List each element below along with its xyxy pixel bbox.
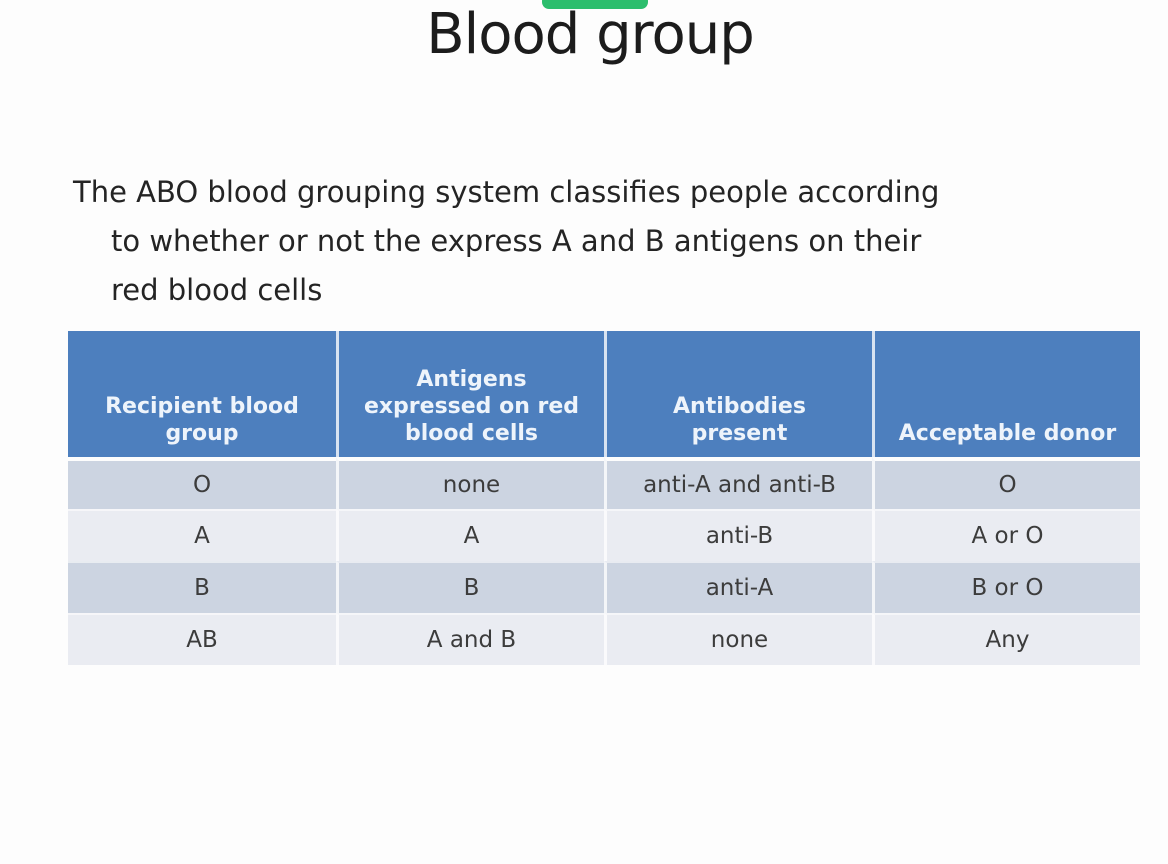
cell-recipient-group: B bbox=[68, 561, 336, 613]
cell-antigens: B bbox=[336, 561, 604, 613]
green-progress-marker bbox=[542, 0, 648, 9]
column-header-acceptable-donor: Acceptable donor bbox=[872, 331, 1140, 457]
cell-antigens: A and B bbox=[336, 613, 604, 665]
blood-group-table: Recipient blood group Antigens expressed… bbox=[68, 331, 1140, 665]
table-row-a: A A anti-B A or O bbox=[68, 509, 1140, 561]
cell-antibodies: anti-A and anti-B bbox=[604, 457, 872, 509]
cell-acceptable-donor: A or O bbox=[872, 509, 1140, 561]
cell-recipient-group: O bbox=[68, 457, 336, 509]
table-row-b: B B anti-A B or O bbox=[68, 561, 1140, 613]
page-title: Blood group bbox=[426, 2, 755, 67]
cell-antibodies: anti-B bbox=[604, 509, 872, 561]
cell-antibodies: anti-A bbox=[604, 561, 872, 613]
cell-recipient-group: AB bbox=[68, 613, 336, 665]
paragraph-line: to whether or not the express A and B an… bbox=[111, 224, 922, 258]
intro-paragraph: The ABO blood grouping system classifies… bbox=[73, 168, 1143, 315]
cell-acceptable-donor: Any bbox=[872, 613, 1140, 665]
table-row-ab: AB A and B none Any bbox=[68, 613, 1140, 665]
paragraph-line: red blood cells bbox=[111, 273, 323, 307]
cell-acceptable-donor: O bbox=[872, 457, 1140, 509]
column-header-recipient-blood-group: Recipient blood group bbox=[68, 331, 336, 457]
column-header-antigens-expressed: Antigens expressed on red blood cells bbox=[336, 331, 604, 457]
table-header-row: Recipient blood group Antigens expressed… bbox=[68, 331, 1140, 457]
cell-antigens: A bbox=[336, 509, 604, 561]
cell-antigens: none bbox=[336, 457, 604, 509]
paragraph-line: The ABO blood grouping system classifies… bbox=[73, 175, 940, 209]
table-row-o: O none anti-A and anti-B O bbox=[68, 457, 1140, 509]
cell-antibodies: none bbox=[604, 613, 872, 665]
cell-recipient-group: A bbox=[68, 509, 336, 561]
cell-acceptable-donor: B or O bbox=[872, 561, 1140, 613]
column-header-antibodies-present: Antibodies present bbox=[604, 331, 872, 457]
